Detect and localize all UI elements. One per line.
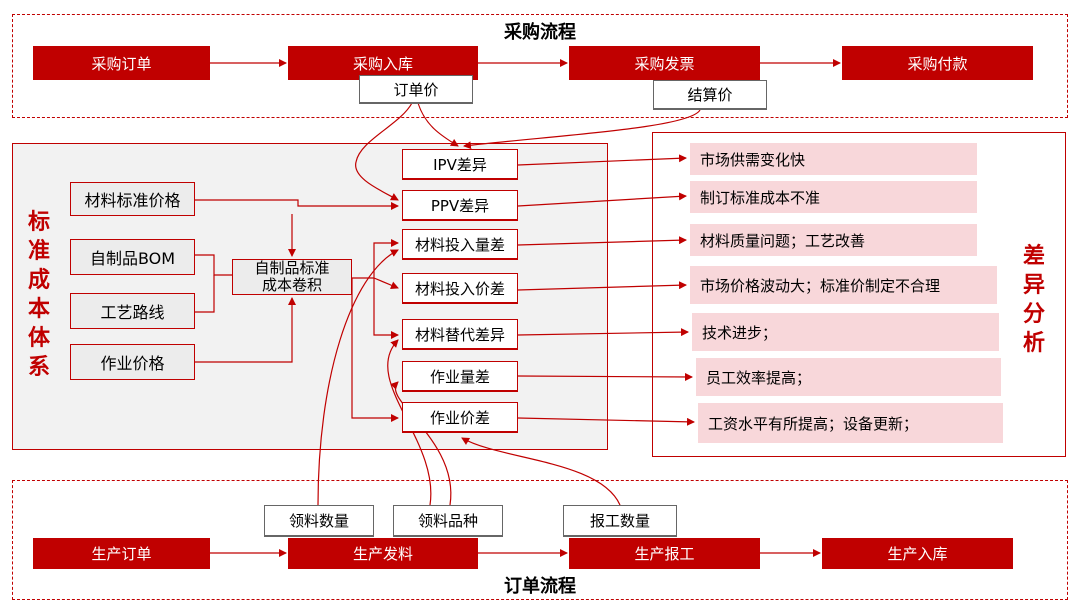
purchase-process-title: 采购流程 [504, 22, 576, 43]
purchase-payment-step: 采购付款 [842, 46, 1033, 80]
standard-cost-title: 标 准 成 本 体 系 [27, 210, 50, 380]
variance-material-price: 材料投入价差 [402, 273, 518, 304]
reason-price-fluctuation: 市场价格波动大；标准价制定不合理 [690, 266, 997, 304]
variance-analysis-title: 差 异 分 析 [1022, 244, 1045, 356]
material-standard-price-box: 材料标准价格 [70, 182, 195, 216]
variance-ppv: PPV差异 [402, 190, 518, 221]
purchase-invoice-step: 采购发票 [569, 46, 760, 80]
reason-wages-equipment: 工资水平有所提高；设备更新； [698, 403, 1003, 443]
issue-item-type-note: 领料品种 [393, 505, 503, 537]
production-inbound-step: 生产入库 [822, 538, 1013, 569]
reason-material-quality: 材料质量问题；工艺改善 [690, 224, 977, 256]
production-issue-step: 生产发料 [288, 538, 478, 569]
activity-price-box: 作业价格 [70, 344, 195, 380]
reason-inaccurate-standard: 制订标准成本不准 [690, 181, 977, 213]
production-report-step: 生产报工 [569, 538, 760, 569]
variance-activity-quantity: 作业量差 [402, 361, 518, 392]
manufactured-bom-box: 自制品BOM [70, 239, 195, 275]
routing-box: 工艺路线 [70, 293, 195, 329]
order-price-note: 订单价 [359, 75, 473, 104]
order-process-title: 订单流程 [504, 576, 576, 597]
reason-tech-progress: 技术进步； [692, 313, 999, 351]
standard-cost-rollup-box: 自制品标准 成本卷积 [232, 259, 352, 295]
production-order-step: 生产订单 [33, 538, 210, 569]
variance-material-substitution: 材料替代差异 [402, 319, 518, 350]
reason-staff-efficiency: 员工效率提高； [696, 358, 1001, 396]
reason-supply-demand: 市场供需变化快 [690, 143, 977, 175]
variance-material-quantity: 材料投入量差 [402, 229, 518, 260]
variance-analysis-frame [652, 132, 1066, 457]
reported-quantity-note: 报工数量 [563, 505, 677, 537]
settlement-price-note: 结算价 [653, 80, 767, 110]
issue-quantity-note: 领料数量 [264, 505, 374, 537]
purchase-order-step: 采购订单 [33, 46, 210, 80]
variance-activity-price: 作业价差 [402, 402, 518, 433]
purchase-inbound-step: 采购入库 [288, 46, 478, 80]
variance-ipv: IPV差异 [402, 149, 518, 180]
